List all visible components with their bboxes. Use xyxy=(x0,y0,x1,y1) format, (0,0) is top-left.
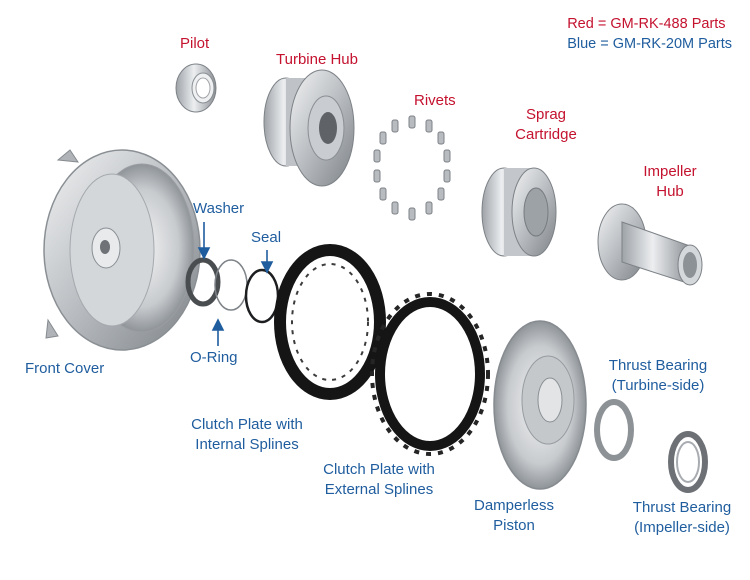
label-sprag-cartridge-line2: Cartridge xyxy=(515,126,577,143)
label-damperless-piston-line1: Damperless xyxy=(473,497,555,514)
legend-red-entry: Red = GM-RK-488 Parts xyxy=(567,16,726,32)
washer-pointer-arrow xyxy=(197,222,211,260)
label-thrust-bearing-impeller-line1: Thrust Bearing xyxy=(632,499,732,516)
label-o-ring: O-Ring xyxy=(190,349,238,366)
damperless-piston-part xyxy=(493,320,587,490)
label-thrust-bearing-turbine: Thrust Bearing (Turbine-side) xyxy=(600,356,716,396)
label-washer: Washer xyxy=(193,200,245,217)
label-thrust-bearing-impeller: Thrust Bearing (Impeller-side) xyxy=(624,498,740,538)
label-sprag-cartridge-line1: Sprag xyxy=(525,106,567,123)
label-impeller-hub-line1: Impeller xyxy=(643,163,697,180)
label-thrust-bearing-turbine-line1: Thrust Bearing xyxy=(608,357,708,374)
label-front-cover: Front Cover xyxy=(25,360,105,377)
sprag-cartridge-part xyxy=(481,167,557,257)
label-clutch-plate-external-line1: Clutch Plate with xyxy=(323,461,435,478)
front-cover-part xyxy=(43,149,201,351)
legend-blue-entry: Blue = GM-RK-20M Parts xyxy=(567,36,732,52)
color-legend: Red = GM-RK-488 Parts Blue = GM-RK-20M P… xyxy=(567,14,732,54)
label-impeller-hub-line2: Hub xyxy=(656,183,684,200)
o-ring-pointer-arrow xyxy=(211,318,225,346)
label-sprag-cartridge: Sprag Cartridge xyxy=(506,105,586,145)
clutch-plate-internal-part xyxy=(274,244,386,400)
label-rivets: Rivets xyxy=(414,92,456,109)
label-thrust-bearing-impeller-line2: (Impeller-side) xyxy=(634,519,730,536)
label-thrust-bearing-turbine-line2: (Turbine-side) xyxy=(611,377,705,394)
impeller-hub-part xyxy=(597,203,703,286)
washer-part xyxy=(185,257,221,307)
label-damperless-piston: Damperless Piston xyxy=(466,496,562,536)
pilot-part xyxy=(175,63,217,113)
label-clutch-plate-external: Clutch Plate with External Splines xyxy=(314,460,444,500)
turbine-hub-part xyxy=(263,69,355,187)
thrust-bearing-turbine-part xyxy=(594,399,634,461)
label-seal: Seal xyxy=(251,229,282,246)
label-turbine-hub: Turbine Hub xyxy=(276,51,358,68)
clutch-plate-external-part xyxy=(370,292,490,456)
label-clutch-plate-internal: Clutch Plate with Internal Splines xyxy=(182,415,312,455)
seal-part xyxy=(244,268,280,324)
thrust-bearing-impeller-part xyxy=(668,431,708,493)
label-clutch-plate-external-line2: External Splines xyxy=(324,481,434,498)
label-damperless-piston-line2: Piston xyxy=(493,517,535,534)
label-impeller-hub: Impeller Hub xyxy=(632,162,708,202)
label-clutch-plate-internal-line2: Internal Splines xyxy=(195,436,299,453)
label-clutch-plate-internal-line1: Clutch Plate with xyxy=(191,416,303,433)
seal-pointer-arrow xyxy=(260,250,274,274)
rivets-part xyxy=(373,115,451,221)
label-pilot: Pilot xyxy=(180,35,210,52)
